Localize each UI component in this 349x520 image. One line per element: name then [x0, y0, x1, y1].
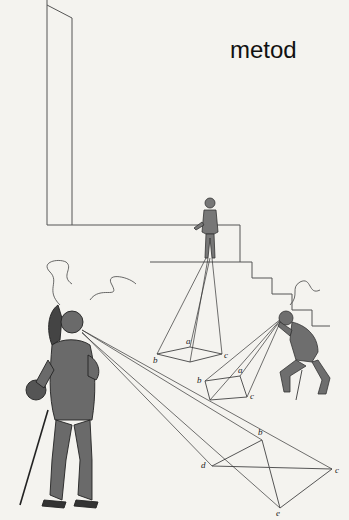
point-letter: e: [276, 509, 280, 518]
point-letter: b: [258, 428, 263, 437]
heading-word: metod: [230, 38, 297, 62]
point-letter: c: [335, 466, 339, 475]
point-letter: a: [238, 366, 243, 375]
point-letter: a: [186, 337, 191, 346]
point-letter: c: [250, 392, 254, 401]
point-letter: b: [153, 356, 158, 365]
point-letter: b: [197, 376, 202, 385]
point-letter: d: [201, 461, 206, 470]
point-letter: c: [224, 351, 228, 360]
